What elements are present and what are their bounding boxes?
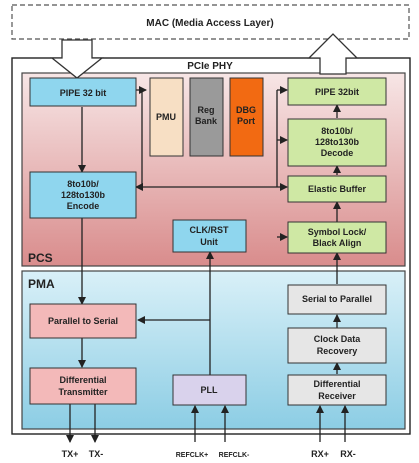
parallel-to-serial-label: Parallel to Serial [48, 316, 118, 326]
mac-layer-box [11, 4, 410, 40]
tx-pipe-block: PIPE 32 bit [29, 77, 137, 107]
rx-pipe-label: PIPE 32bit [315, 87, 359, 97]
tx-pipe-label: PIPE 32 bit [60, 88, 107, 98]
cdr-line-2: Recovery [317, 346, 358, 356]
refclk-minus-pin-label: REFCLK- [219, 452, 250, 459]
refclk-plus-pin-label: REFCLK+ [176, 452, 208, 459]
pcs-label: PCS [28, 251, 53, 265]
reg-bank-block: Reg Bank [189, 77, 224, 157]
tx-encode-block: 8to10b/ 128to130b Encode [29, 171, 137, 219]
diff-receiver-line-1: Differential [313, 379, 360, 389]
parallel-to-serial-block: Parallel to Serial [29, 303, 137, 339]
differential-receiver-block: Differential Receiver [287, 374, 387, 406]
symbol-lock-line-1: Symbol Lock/ [308, 227, 367, 237]
tx-minus-pin-label: TX- [89, 449, 104, 459]
rx-decode-line-2: 128to130b [315, 137, 360, 147]
pcie-phy-label: PCIe PHY [187, 61, 233, 72]
serial-to-parallel-label: Serial to Parallel [302, 294, 372, 304]
dbg-port-line-1: DBG [236, 105, 256, 115]
elastic-buffer-block: Elastic Buffer [287, 175, 387, 203]
tx-encode-line-3: Encode [67, 201, 100, 211]
clock-data-recovery-block: Clock Data Recovery [287, 327, 387, 364]
rx-plus-pin-label: RX+ [311, 449, 329, 459]
diff-transmitter-line-2: Transmitter [58, 387, 108, 397]
mac-layer-label: MAC (Media Access Layer) [146, 18, 273, 29]
pll-block: PLL [172, 374, 247, 406]
rx-decode-block: 8to10b/ 128to130b Decode [287, 118, 387, 167]
rx-minus-pin-label: RX- [340, 449, 356, 459]
tx-encode-line-2: 128to130b [61, 190, 106, 200]
reg-bank-line-2: Bank [195, 116, 218, 126]
elastic-buffer-label: Elastic Buffer [308, 184, 367, 194]
pmu-block: PMU [149, 77, 184, 157]
dbg-port-line-2: Port [237, 116, 255, 126]
serial-to-parallel-block: Serial to Parallel [287, 284, 387, 315]
pll-label: PLL [201, 385, 219, 395]
tx-plus-pin-label: TX+ [62, 449, 79, 459]
rx-decode-line-1: 8to10b/ [321, 126, 353, 136]
reg-bank-line-1: Reg [197, 105, 214, 115]
dbg-port-block: DBG Port [229, 77, 264, 157]
mac-to-phy-down-arrow [50, 39, 104, 79]
differential-transmitter-block: Differential Transmitter [29, 367, 137, 405]
symbol-lock-line-2: Black Align [313, 238, 362, 248]
rx-decode-line-3: Decode [321, 148, 354, 158]
tx-encode-line-1: 8to10b/ [67, 179, 99, 189]
symbol-lock-block: Symbol Lock/ Black Align [287, 221, 387, 254]
diff-transmitter-line-1: Differential [59, 375, 106, 385]
pma-label: PMA [28, 277, 55, 291]
cdr-line-1: Clock Data [314, 334, 362, 344]
diff-receiver-line-2: Receiver [318, 391, 356, 401]
rx-pipe-block: PIPE 32bit [287, 77, 387, 106]
clk-rst-unit-block: CLK/RST Unit [172, 219, 247, 253]
pmu-label: PMU [156, 112, 176, 122]
connector-lines [66, 86, 349, 443]
clk-rst-line-1: CLK/RST [190, 225, 229, 235]
clk-rst-line-2: Unit [200, 237, 218, 247]
phy-to-mac-up-arrow [307, 33, 359, 75]
